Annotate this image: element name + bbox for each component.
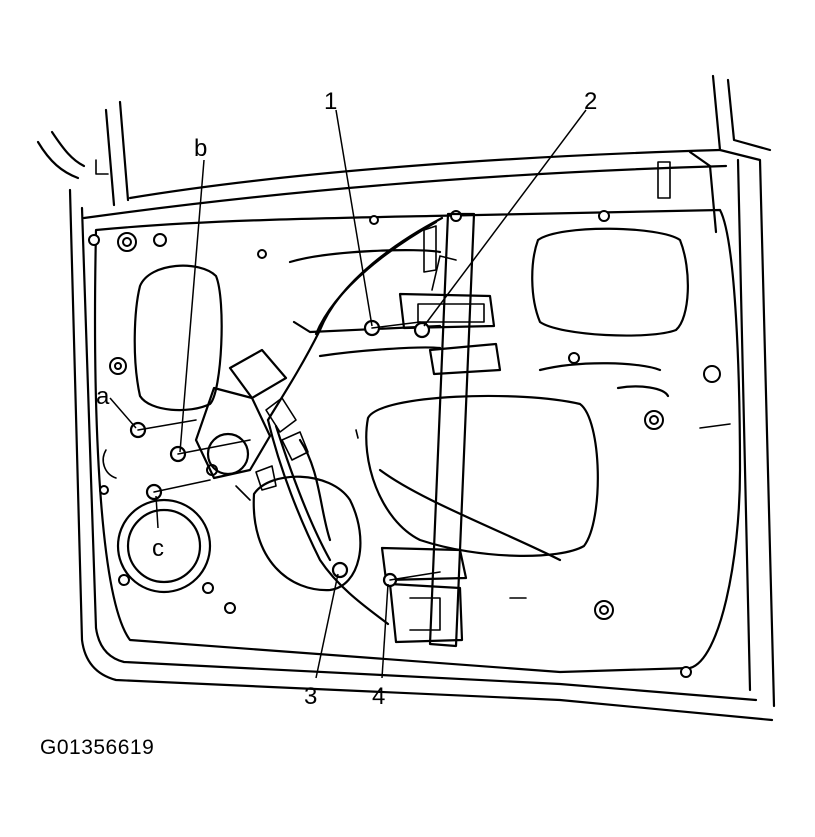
regulator-rail (380, 212, 502, 648)
fastener-2 (413, 321, 431, 339)
inner-panel (93, 208, 742, 674)
callout-a: a (96, 383, 110, 410)
regulator-motor (194, 348, 309, 501)
callout-b: b (194, 135, 207, 162)
panel-holes (88, 210, 721, 678)
callout-3: 3 (304, 683, 317, 710)
door-outer-frame (36, 74, 776, 722)
regulator-cables (266, 216, 444, 626)
figure-code: G01356619 (40, 736, 155, 759)
leader-lines (109, 109, 587, 679)
callout-4: 4 (372, 683, 385, 710)
callout-c: c (152, 535, 164, 562)
callout-1: 1 (324, 88, 337, 115)
fasteners (129, 319, 441, 588)
speaker (116, 498, 212, 594)
fastener-3 (331, 561, 349, 579)
callout-2: 2 (584, 88, 597, 115)
